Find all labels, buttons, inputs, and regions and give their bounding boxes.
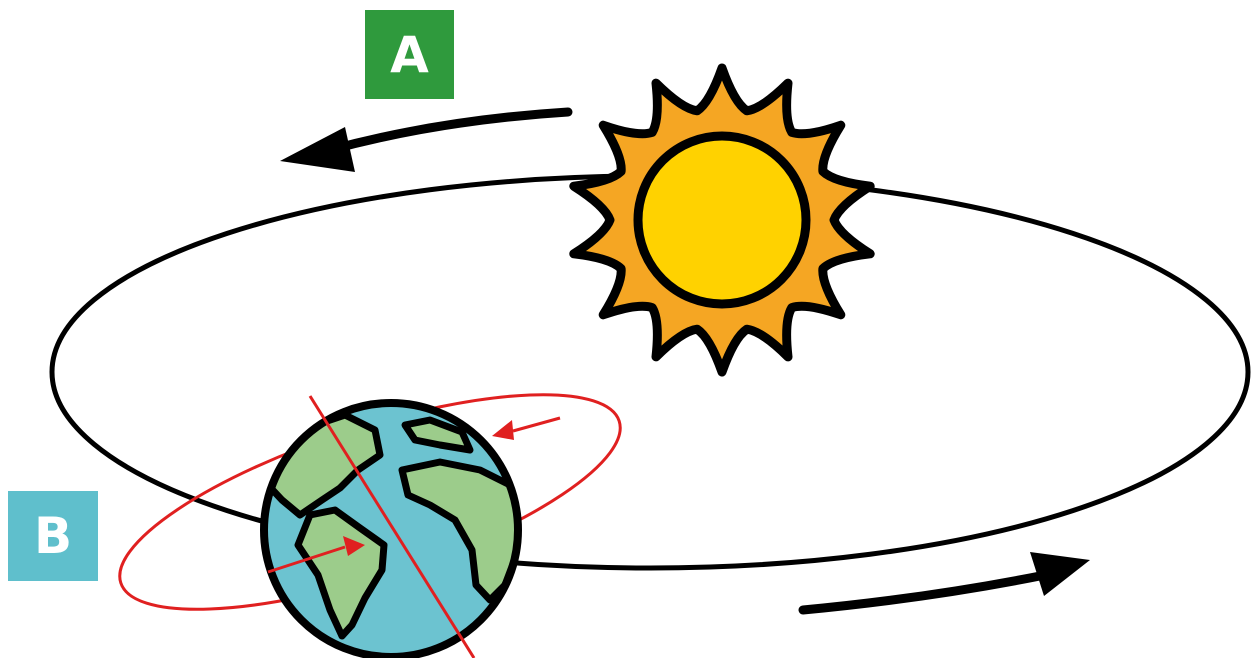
sun-icon	[574, 68, 870, 372]
label-a-text: A	[390, 26, 429, 84]
orbit-arrow-top	[280, 112, 568, 172]
label-a: A	[365, 10, 454, 99]
rotation-arrowhead-top	[492, 420, 514, 440]
rotation-arrow-top-tail	[513, 418, 560, 431]
label-b: B	[8, 491, 98, 581]
label-b-text: B	[34, 507, 72, 565]
orbit-arrow-bottom	[803, 552, 1090, 610]
sun-core	[638, 136, 806, 304]
